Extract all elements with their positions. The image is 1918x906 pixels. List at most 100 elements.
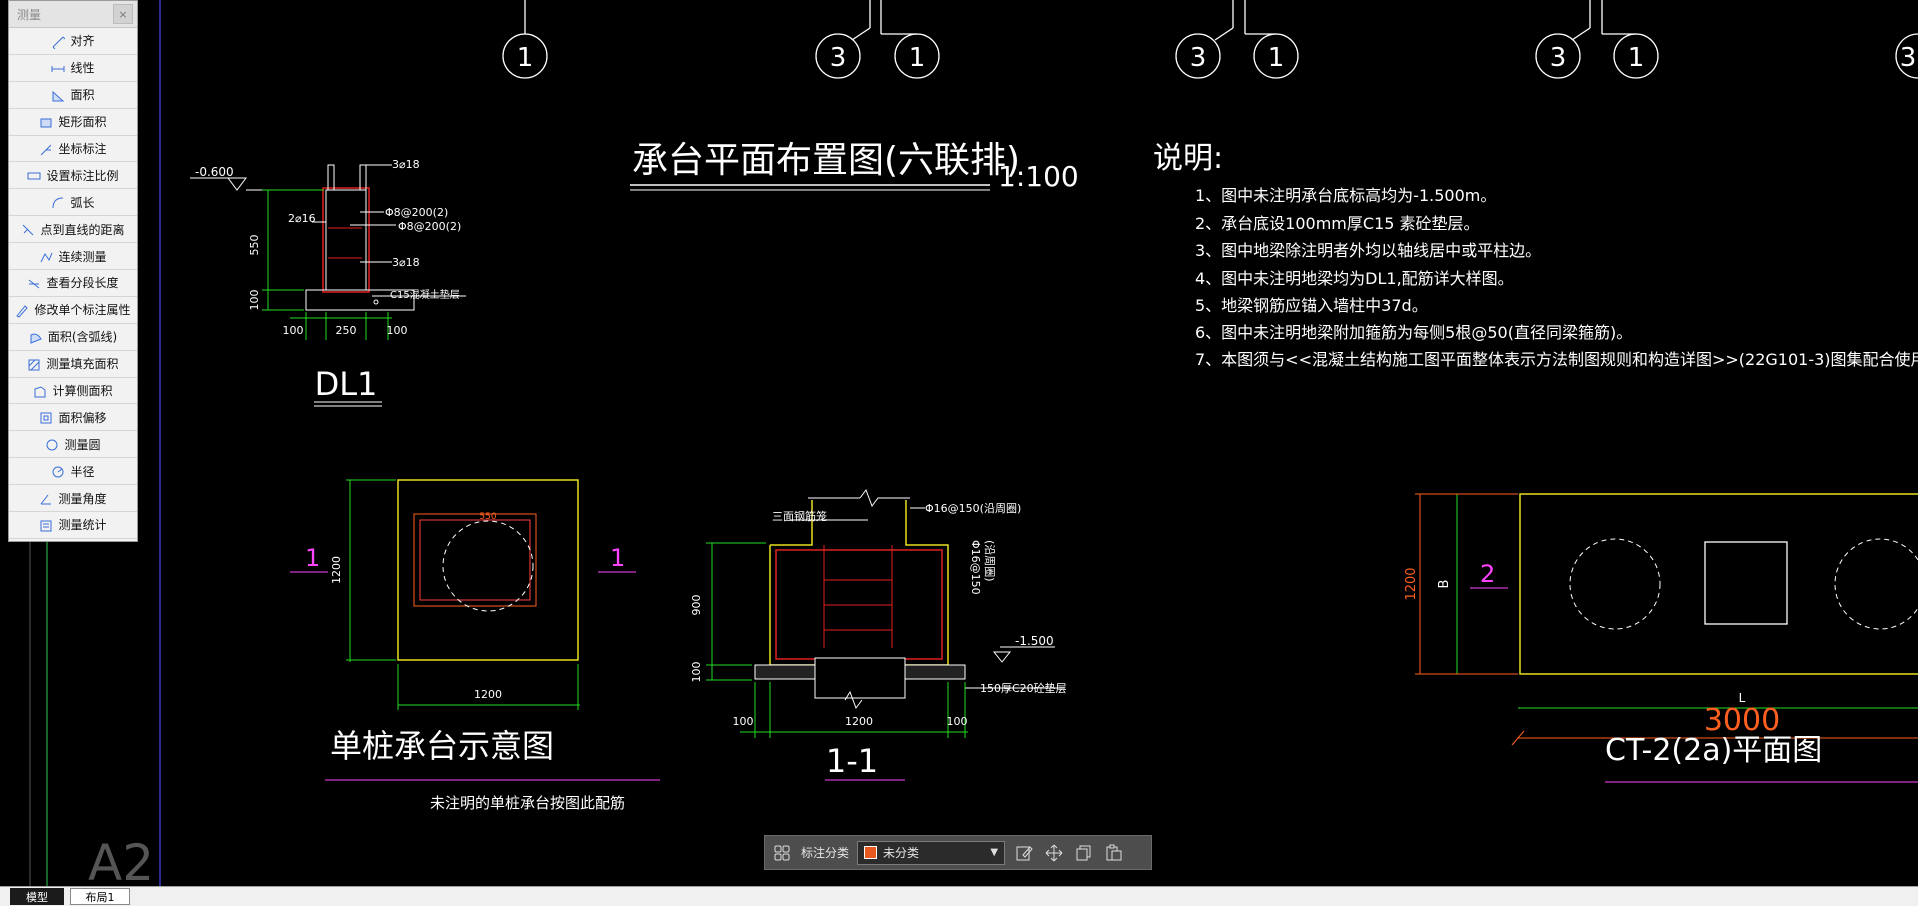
measure-tool-hatch-area[interactable]: 测量填充面积 bbox=[9, 351, 137, 378]
measure-tool-label: 面积偏移 bbox=[58, 410, 107, 425]
grid-menu-icon[interactable] bbox=[771, 842, 793, 864]
section-cushion: 150厚C20砼垫层 bbox=[980, 681, 1067, 695]
dl1-dim-cushion: 100 bbox=[248, 290, 261, 311]
continuous-measure-icon bbox=[39, 249, 53, 263]
measure-tool-label: 连续测量 bbox=[58, 249, 107, 264]
dl1-bottom-bar: 3⌀18 bbox=[392, 256, 420, 269]
measure-tool-area-offset[interactable]: 面积偏移 bbox=[9, 404, 137, 432]
dl1-section-detail: -0.600 3⌀18 Φ8@200(2) Φ8@200(2) 2⌀16 3⌀1… bbox=[190, 158, 466, 407]
ct2-section-mark: 2 bbox=[1480, 560, 1495, 588]
measure-tool-linear-dimension[interactable]: 线性 bbox=[9, 55, 137, 82]
axis-label: 3 bbox=[1190, 43, 1207, 73]
section-label-top: 三面钢筋笼 bbox=[772, 509, 827, 523]
chevron-down-icon: ▼ bbox=[990, 847, 999, 858]
axis-label: 1 bbox=[1628, 43, 1645, 73]
edit-icon[interactable] bbox=[1013, 842, 1035, 864]
measure-tool-arc-length[interactable]: 弧长 bbox=[9, 189, 137, 217]
tab-layout1[interactable]: 布局1 bbox=[70, 888, 130, 905]
dl1-dim-height: 550 bbox=[248, 235, 261, 256]
measure-tool-segment-length[interactable]: 查看分段长度 bbox=[9, 270, 137, 297]
paste-icon[interactable] bbox=[1103, 842, 1125, 864]
measure-tool-label: 对齐 bbox=[70, 34, 95, 49]
note-item: 4、图中未注明地梁均为DL1,配筋详大样图。 bbox=[1195, 269, 1514, 288]
axis-bubble bbox=[1175, 33, 1221, 79]
arc-length-icon bbox=[51, 195, 65, 209]
measure-tool-aligned-dimension[interactable]: 对齐 bbox=[9, 28, 137, 55]
measure-tool-label: 线性 bbox=[70, 61, 95, 76]
dl1-side-bar: 2⌀16 bbox=[288, 212, 316, 225]
measure-tool-rectangle-area[interactable]: 矩形面积 bbox=[9, 109, 137, 136]
axis-bubble bbox=[1535, 33, 1581, 79]
coordinate-icon bbox=[39, 142, 53, 156]
section-1-1-detail: 三面钢筋笼 Φ16@150(沿周圈) Φ16@150 (沿周圈) -1.500 … bbox=[690, 488, 1067, 781]
ct2-dim-length: 3000 bbox=[1704, 703, 1780, 738]
aligned-dimension-icon bbox=[51, 34, 66, 50]
measure-tool-side-area[interactable]: 计算侧面积 bbox=[9, 378, 137, 405]
axis-bubble bbox=[815, 33, 861, 79]
note-item: 7、本图须与<<混凝土结构施工图平面整体表示方法制图规则和构造详图>>(22G1… bbox=[1195, 350, 1918, 369]
measure-tool-label: 半径 bbox=[70, 464, 95, 479]
dl1-stirrup-1: Φ8@200(2) bbox=[385, 206, 448, 219]
section-dim-left: 100 bbox=[733, 715, 754, 728]
axis-bubble bbox=[502, 33, 548, 79]
measure-tool-label: 修改单个标注属性 bbox=[34, 303, 131, 318]
measure-tool-label: 测量统计 bbox=[58, 518, 107, 533]
section-dim-width: 1200 bbox=[845, 715, 873, 728]
circle-icon bbox=[45, 437, 59, 451]
note-item: 5、地梁钢筋应锚入墙柱中37d。 bbox=[1195, 296, 1428, 315]
dl1-top-bar: 3⌀18 bbox=[392, 158, 420, 171]
ct2-dim-b: B bbox=[1437, 580, 1452, 589]
section-elevation: -1.500 bbox=[1015, 634, 1054, 648]
measure-tool-label: 面积 bbox=[70, 88, 95, 103]
panel-close-button[interactable]: × bbox=[113, 4, 133, 24]
note-item: 6、图中未注明地梁附加箍筋为每侧5根@50(直径同梁箍筋)。 bbox=[1195, 323, 1632, 342]
measure-tool-edit-dimension[interactable]: 修改单个标注属性 bbox=[9, 297, 137, 324]
measure-tool-coordinate[interactable]: 坐标标注 bbox=[9, 136, 137, 163]
axis-label: 3 bbox=[830, 43, 847, 73]
measure-tool-continuous-measure[interactable]: 连续测量 bbox=[9, 243, 137, 271]
rectangle-area-icon bbox=[39, 115, 53, 129]
section-dim-right: 100 bbox=[947, 715, 968, 728]
ct2-dim-height: 1200 bbox=[1404, 567, 1419, 600]
plan-title-block: 承台平面布置图(六联排) 1:100 bbox=[630, 140, 1079, 193]
single-pile-cap-detail: 550 1200 1200 1 1 单桩承台示意图 未注明的单桩承台按图此配筋 bbox=[290, 479, 660, 812]
dl1-title: DL1 bbox=[315, 365, 378, 403]
notes-heading: 说明: bbox=[1153, 141, 1223, 176]
annotation-toolbar: 标注分类 未分类 ▼ bbox=[764, 835, 1152, 870]
note-item: 2、承台底设100mm厚C15 素砼垫层。 bbox=[1195, 214, 1480, 233]
sheet-mark: A2 bbox=[88, 834, 154, 892]
measure-panel-header[interactable]: 测量 × bbox=[9, 1, 137, 28]
move-icon[interactable] bbox=[1043, 842, 1065, 864]
measure-tool-circle[interactable]: 测量圆 bbox=[9, 431, 137, 459]
tab-model[interactable]: 模型 bbox=[10, 888, 64, 905]
grid-axis-bubbles bbox=[502, 0, 1918, 79]
section-mark-right: 1 bbox=[610, 544, 625, 572]
measure-tool-statistics[interactable]: 测量统计 bbox=[9, 512, 137, 539]
scale-icon bbox=[27, 168, 41, 182]
edit-dimension-icon bbox=[15, 303, 29, 318]
measure-tool-arc-area[interactable]: 面积(含弧线) bbox=[9, 324, 137, 351]
arc-area-icon bbox=[29, 330, 43, 344]
angle-icon bbox=[39, 491, 53, 505]
copy-icon[interactable] bbox=[1073, 842, 1095, 864]
measure-tool-label: 测量角度 bbox=[58, 491, 107, 506]
measure-tool-label: 计算侧面积 bbox=[52, 384, 113, 399]
measure-tool-scale[interactable]: 设置标注比例 bbox=[9, 162, 137, 190]
ct2-title: CT-2(2a)平面图 bbox=[1605, 733, 1822, 768]
measure-tool-radius[interactable]: 半径 bbox=[9, 458, 137, 486]
measure-tool-point-line-distance[interactable]: 点到直线的距离 bbox=[9, 216, 137, 244]
radius-icon bbox=[51, 464, 65, 478]
measure-tool-area[interactable]: 面积 bbox=[9, 82, 137, 109]
dl1-dim-width: 250 bbox=[336, 324, 357, 337]
measure-tool-angle[interactable]: 测量角度 bbox=[9, 485, 137, 513]
measure-tool-label: 点到直线的距离 bbox=[40, 222, 125, 237]
measure-tools-panel: 测量 × 对齐线性面积矩形面积坐标标注设置标注比例弧长点到直线的距离连续测量查看… bbox=[8, 0, 138, 542]
plan-scale: 1:100 bbox=[998, 160, 1079, 193]
axis-label: 1 bbox=[909, 43, 926, 73]
axis-bubble bbox=[1895, 33, 1918, 79]
pile-dim-width: 1200 bbox=[474, 688, 502, 701]
annotation-category-select[interactable]: 未分类 ▼ bbox=[857, 840, 1006, 865]
dl1-cushion: C15混凝土垫层 bbox=[390, 288, 460, 301]
